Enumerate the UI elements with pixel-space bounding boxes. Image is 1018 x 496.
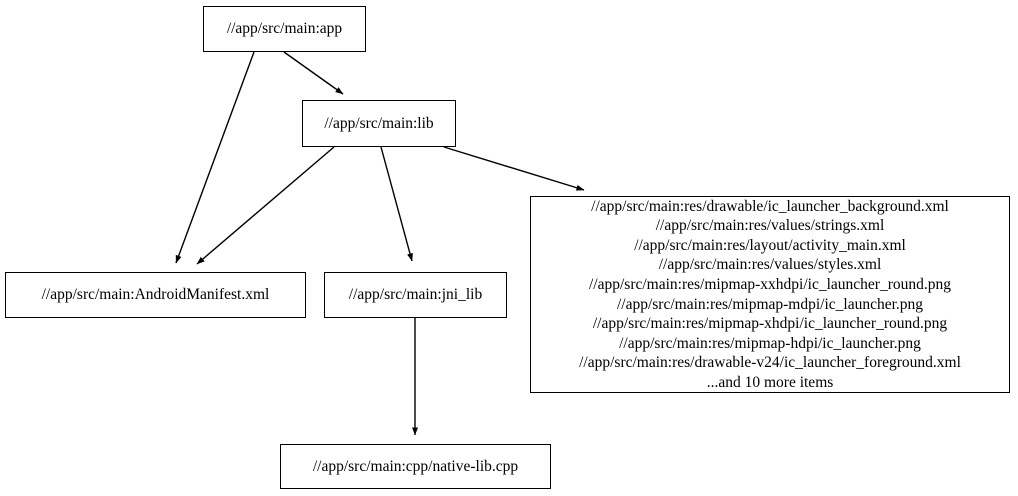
node-jni-lib[interactable]: //app/src/main:jni_lib xyxy=(324,272,507,318)
edge-app-to-androidmanifest xyxy=(175,51,255,264)
node-lib-label: //app/src/main:lib xyxy=(324,114,434,132)
node-app[interactable]: //app/src/main:app xyxy=(203,6,366,52)
edge-lib-to-res xyxy=(443,146,585,191)
node-res-collection-label: //app/src/main:res/drawable/ic_launcher_… xyxy=(579,197,961,391)
node-androidmanifest-label: //app/src/main:AndroidManifest.xml xyxy=(41,286,270,304)
node-jni-lib-label: //app/src/main:jni_lib xyxy=(348,286,483,304)
edge-lib-to-jni-lib xyxy=(380,146,413,262)
node-res-collection[interactable]: //app/src/main:res/drawable/ic_launcher_… xyxy=(530,196,1010,393)
node-androidmanifest[interactable]: //app/src/main:AndroidManifest.xml xyxy=(5,272,306,318)
edge-app-to-lib xyxy=(283,51,344,95)
node-native-lib-cpp[interactable]: //app/src/main:cpp/native-lib.cpp xyxy=(280,444,551,489)
edge-lib-to-androidmanifest xyxy=(196,146,335,265)
node-lib[interactable]: //app/src/main:lib xyxy=(302,100,456,147)
node-app-label: //app/src/main:app xyxy=(226,20,343,38)
node-native-lib-cpp-label: //app/src/main:cpp/native-lib.cpp xyxy=(312,457,519,475)
